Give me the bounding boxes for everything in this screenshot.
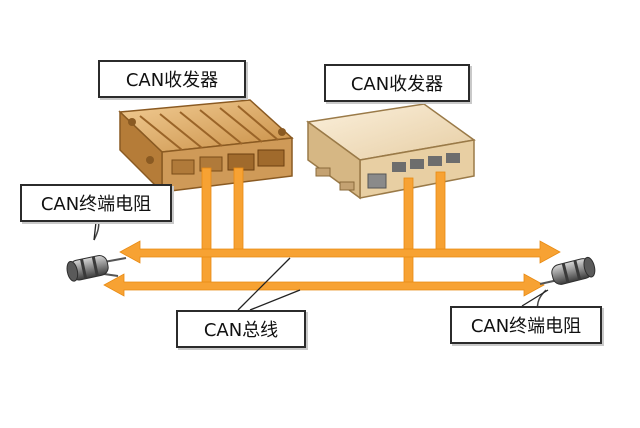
ecu-module-icon (118, 99, 294, 194)
leader-lines (93, 221, 549, 311)
bus-line-upper (119, 240, 561, 264)
resistor-left-icon (66, 215, 127, 282)
ecu-box-icon (306, 103, 476, 200)
transceiver-right-label: CAN收发器 (324, 64, 470, 102)
resistor-right-icon (536, 256, 596, 313)
stub-lines (201, 167, 446, 287)
terminator-right-label: CAN终端电阻 (450, 306, 602, 344)
terminator-left-label: CAN终端电阻 (20, 184, 172, 222)
can-bus-lines (103, 240, 561, 297)
transceiver-left-label: CAN收发器 (98, 60, 246, 98)
bus-line-lower (103, 273, 545, 297)
bus-label: CAN总线 (176, 310, 306, 348)
